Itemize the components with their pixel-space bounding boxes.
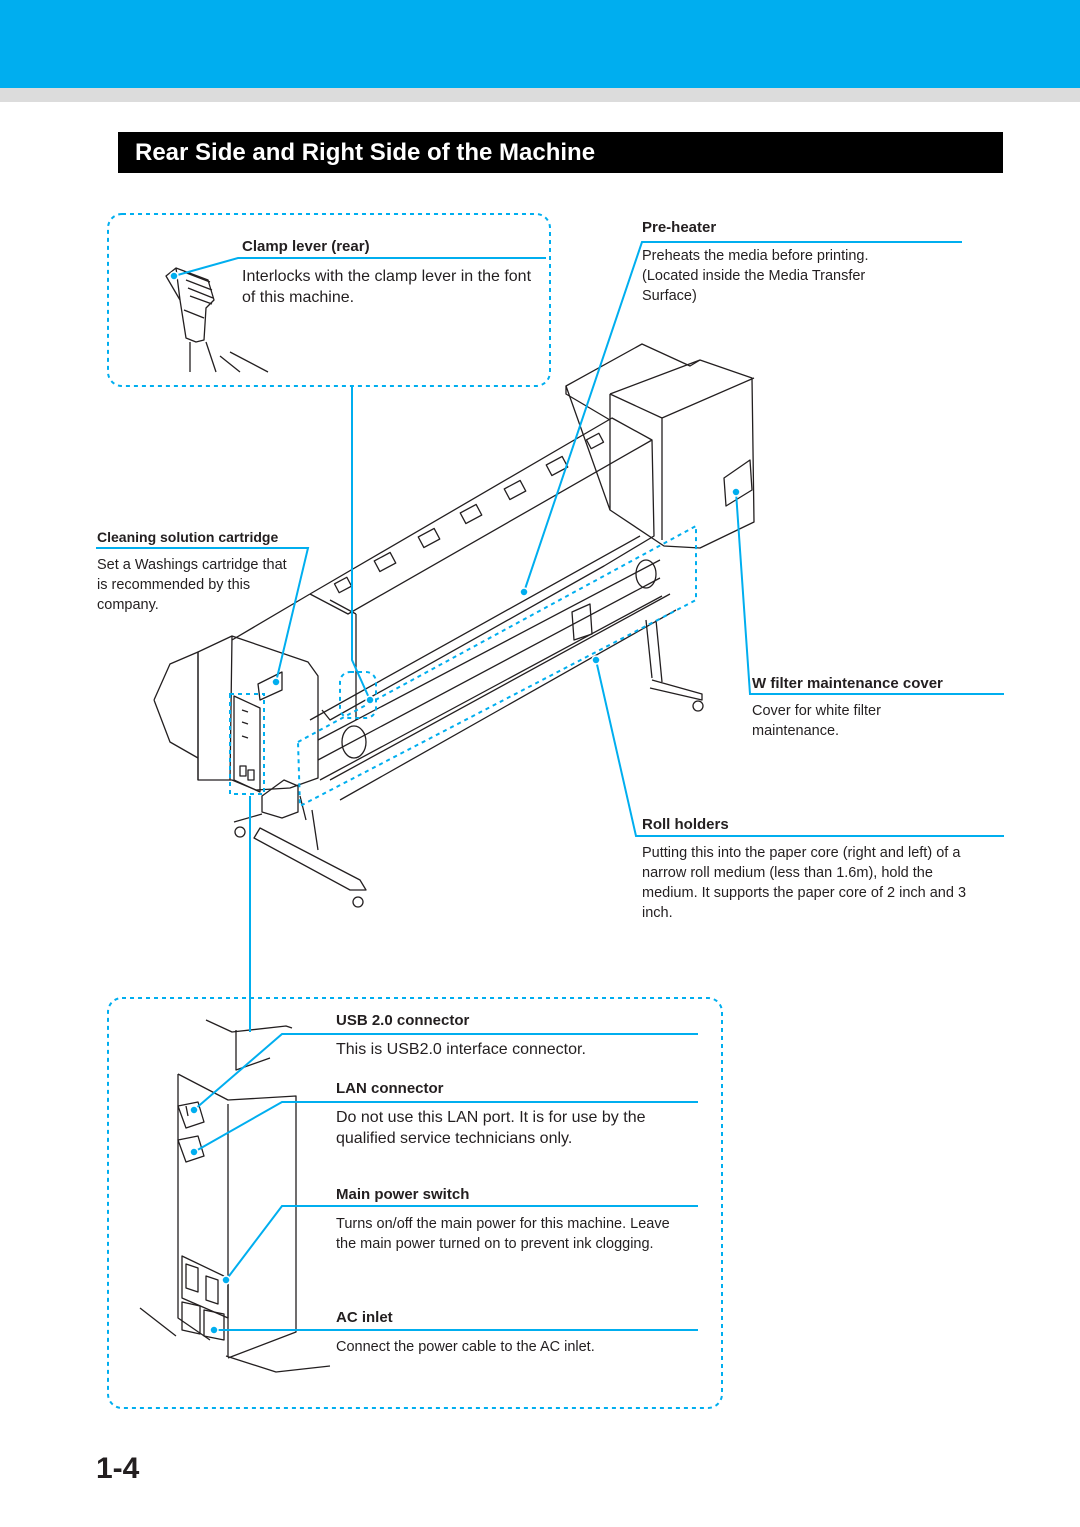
clamp-lever-desc: Interlocks with the clamp lever in the f… [242, 268, 532, 306]
roll-holders-desc: Putting this into the paper core (right … [642, 845, 967, 921]
header-band [0, 0, 1080, 88]
ac-inlet-label: AC inlet [336, 1309, 393, 1326]
cleaning-cartridge-desc: Set a Washings cartridge that is recomme… [97, 557, 287, 613]
lan-connector-desc: Do not use this LAN port. It is for use … [336, 1109, 646, 1147]
header-divider [0, 88, 1080, 102]
main-power-switch-desc: Turns on/off the main power for this mac… [336, 1216, 670, 1252]
connector-position-frame [229, 693, 265, 795]
pre-heater-label: Pre-heater [642, 219, 717, 236]
roll-holder-frame [296, 524, 697, 808]
w-filter-label: W filter maintenance cover [752, 675, 943, 692]
w-filter-desc: Cover for white filter maintenance. [752, 703, 881, 739]
usb-connector-desc: This is USB2.0 interface connector. [336, 1041, 586, 1058]
connector-panel-illustration [139, 1019, 331, 1373]
clamp-inset-frame [107, 213, 551, 387]
lan-connector-label: LAN connector [336, 1080, 444, 1097]
usb-connector-label: USB 2.0 connector [336, 1012, 470, 1029]
roll-holders-label: Roll holders [642, 816, 729, 833]
pre-heater-desc: Preheats the media before printing. (Loc… [642, 248, 869, 304]
clamp-lever-illustration [165, 267, 269, 373]
page-number: 1-4 [96, 1452, 140, 1485]
clamp-lever-label: Clamp lever (rear) [242, 238, 370, 255]
cleaning-cartridge-label: Cleaning solution cartridge [97, 529, 279, 545]
page-title: Rear Side and Right Side of the Machine [118, 132, 1003, 173]
ac-inlet-desc: Connect the power cable to the AC inlet. [336, 1339, 595, 1355]
connector-inset-frame [107, 997, 723, 1409]
main-power-switch-label: Main power switch [336, 1186, 470, 1203]
